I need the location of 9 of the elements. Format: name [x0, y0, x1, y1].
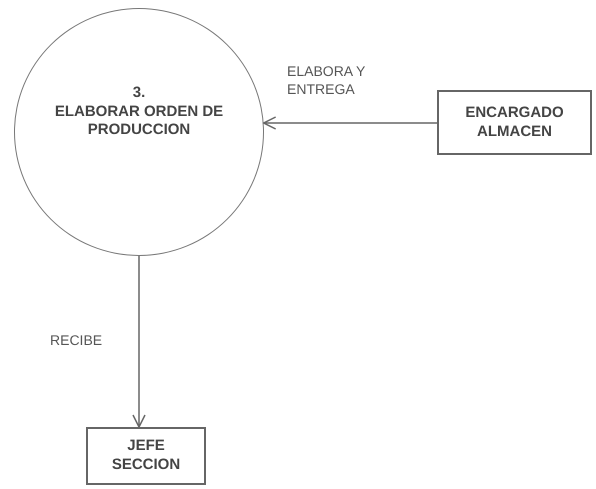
node-text: 3. — [132, 84, 146, 103]
arrow — [132, 256, 146, 428]
entity-box — [86, 427, 206, 485]
arrow — [262, 116, 437, 130]
process-circle — [14, 8, 264, 256]
node-text: ENCARGADO ALMACEN — [464, 104, 565, 142]
entity-box — [437, 90, 592, 155]
node-text: ELABORAR ORDEN DE PRODUCCION — [54, 102, 224, 140]
node-text: JEFE SECCION — [110, 437, 182, 475]
